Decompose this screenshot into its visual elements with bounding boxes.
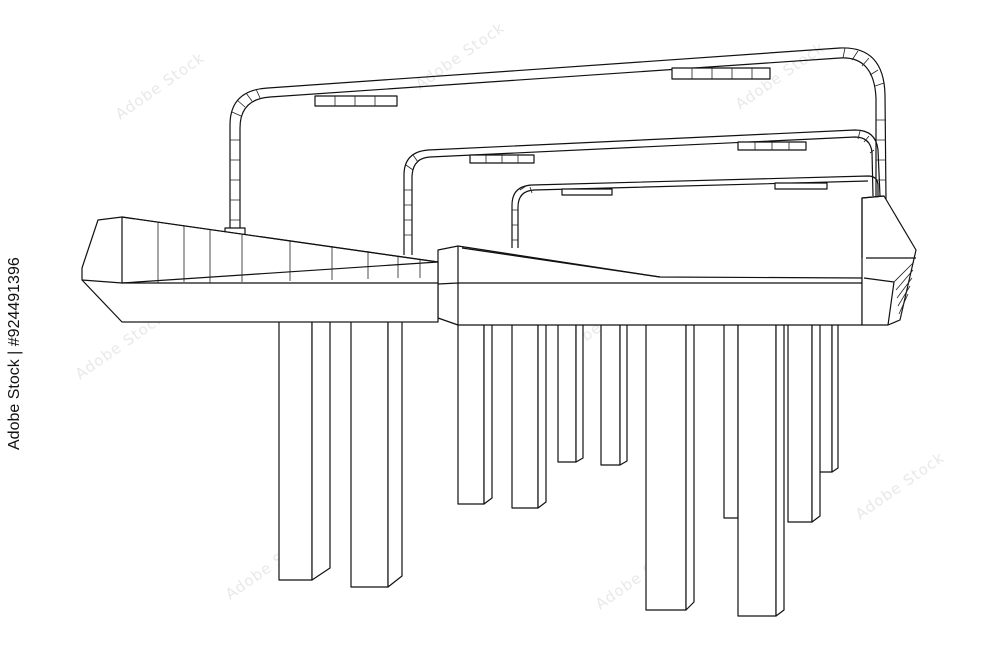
gantry-front bbox=[224, 47, 887, 237]
pillar bbox=[737, 317, 785, 617]
pillar bbox=[457, 317, 493, 505]
stock-id-label: Adobe Stock | #924491396 bbox=[6, 257, 23, 450]
deck-end-cap bbox=[861, 195, 917, 326]
pillar bbox=[557, 317, 584, 463]
deck-left bbox=[81, 216, 439, 323]
sign-panel bbox=[561, 188, 613, 196]
pillar bbox=[278, 315, 331, 581]
pillar bbox=[787, 317, 821, 523]
pillar bbox=[723, 319, 739, 519]
watermark-text: Adobe Stock bbox=[112, 48, 208, 123]
watermark-text: Adobe Stock bbox=[852, 448, 948, 523]
gantry-middle bbox=[403, 129, 881, 255]
deck-right bbox=[437, 245, 863, 326]
pillar bbox=[817, 317, 839, 473]
gantry-back bbox=[511, 175, 879, 248]
pillar bbox=[645, 317, 695, 611]
sign-panel bbox=[774, 182, 828, 190]
pillar-group bbox=[278, 315, 839, 617]
sign-panel bbox=[314, 95, 398, 107]
pillar bbox=[511, 317, 547, 509]
pillar bbox=[600, 317, 628, 466]
overpass-deck bbox=[81, 195, 917, 326]
pillar bbox=[350, 315, 403, 588]
sign-panel bbox=[671, 67, 771, 80]
